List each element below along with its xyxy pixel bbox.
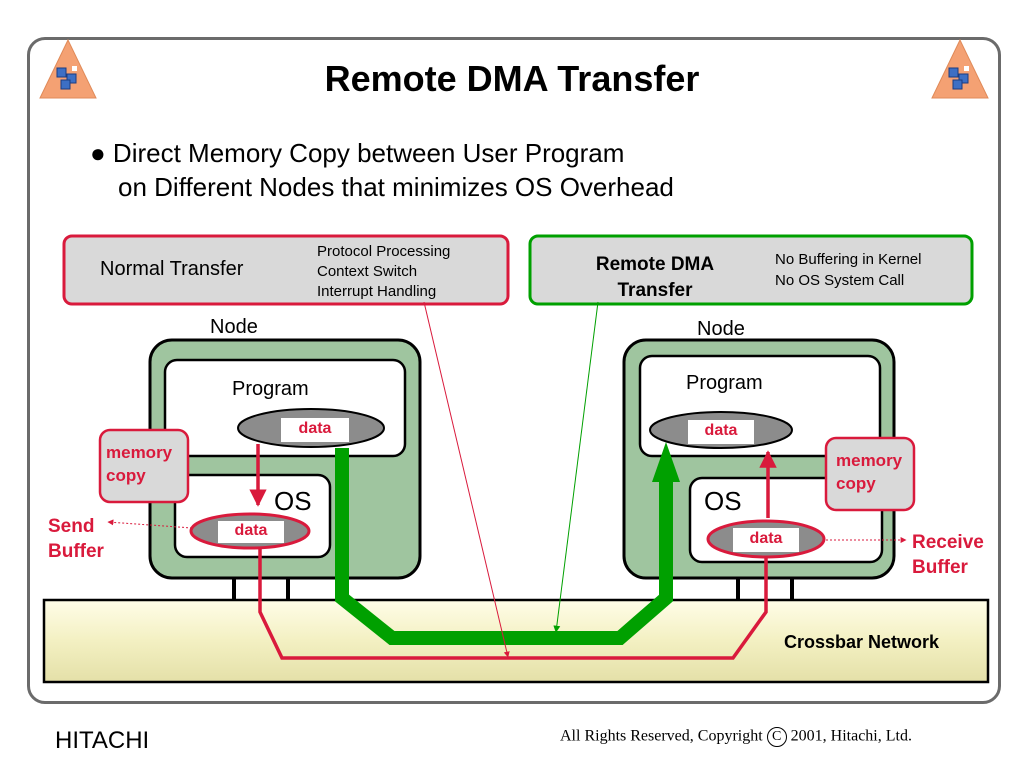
right-os-data: data xyxy=(749,530,783,547)
left-node-label: Node xyxy=(210,316,258,338)
footer-copyright: All Rights Reserved, Copyright C 2001, H… xyxy=(560,727,912,747)
slide-frame xyxy=(27,37,1001,704)
left-memory-copy-box xyxy=(98,428,190,504)
right-memory-copy-label: memory copy xyxy=(836,451,903,493)
rdma-path-arrowhead xyxy=(652,442,680,482)
rdma-transfer-label: Remote DMA Transfer xyxy=(595,254,715,301)
left-os-data: data xyxy=(234,522,268,539)
copyright-symbol: C xyxy=(766,727,787,747)
normal-transfer-label: Normal Transfer xyxy=(100,258,244,280)
page-title: Remote DMA Transfer xyxy=(324,58,700,99)
normal-transfer-box xyxy=(62,234,510,306)
crossbar-network-label: Crossbar Network xyxy=(784,632,940,652)
hitachi-logo-icon xyxy=(931,38,989,99)
bullet-line-2: on Different Nodes that minimizes OS Ove… xyxy=(118,172,674,202)
left-memory-copy-label: memory copy xyxy=(106,443,173,485)
rdma-transfer-item: No Buffering in Kernel xyxy=(775,251,922,268)
footer-company: HITACHI xyxy=(55,727,150,754)
rdma-transfer-box xyxy=(528,234,974,306)
rdma-transfer-item: No OS System Call xyxy=(775,272,905,289)
right-os-label: OS xyxy=(704,486,742,516)
normal-transfer-item: Interrupt Handling xyxy=(317,283,437,300)
bullet-line-1: ● Direct Memory Copy between User Progra… xyxy=(90,138,625,168)
left-program-data: data xyxy=(298,420,332,437)
normal-path xyxy=(258,545,768,660)
normal-transfer-item: Protocol Processing xyxy=(317,243,451,260)
right-program-label: Program xyxy=(686,372,763,394)
right-memory-copy-box xyxy=(824,436,916,512)
rdma-path xyxy=(335,448,673,645)
right-program-data: data xyxy=(704,422,738,439)
normal-transfer-item: Context Switch xyxy=(317,263,418,280)
send-buffer-label: Send Buffer xyxy=(48,516,104,562)
hitachi-logo-icon xyxy=(39,38,97,99)
left-os-label: OS xyxy=(274,486,312,516)
right-node-label: Node xyxy=(697,318,745,340)
left-program-label: Program xyxy=(232,378,309,400)
receive-buffer-label: Receive Buffer xyxy=(912,532,984,578)
